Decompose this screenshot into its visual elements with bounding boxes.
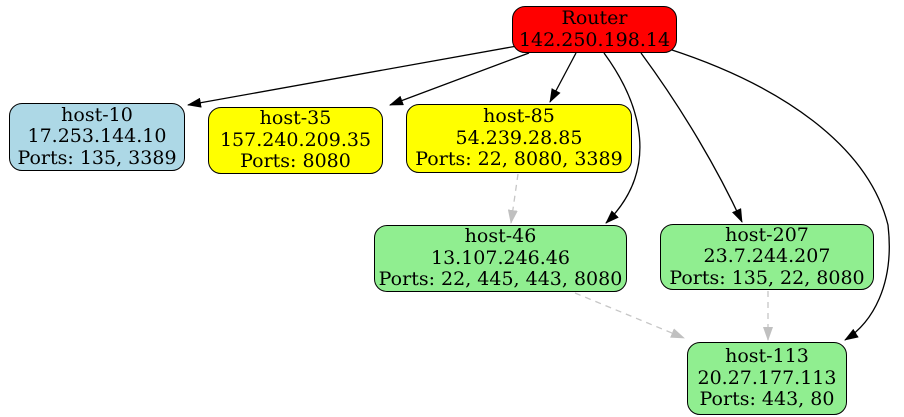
- node-ip: 20.27.177.113: [697, 366, 837, 389]
- node-router: Router 142.250.198.14: [512, 6, 677, 53]
- edge-router-to-host-10: [187, 45, 518, 108]
- node-host-85: host-85 54.239.28.85 Ports: 22, 8080, 33…: [406, 104, 632, 173]
- node-host-113: host-113 20.27.177.113 Ports: 443, 80: [687, 342, 847, 415]
- node-title: Router: [561, 7, 628, 30]
- node-ports: Ports: 22, 445, 443, 8080: [378, 268, 623, 291]
- node-title: host-113: [725, 345, 809, 368]
- edge-router-to-host-207: [640, 52, 743, 223]
- edge-host-85-to-host-46: [507, 173, 519, 224]
- edge-router-to-host-35: [389, 52, 530, 106]
- node-host-46: host-46 13.107.246.46 Ports: 22, 445, 44…: [374, 225, 627, 292]
- node-host-207: host-207 23.7.244.207 Ports: 135, 22, 80…: [660, 224, 874, 290]
- node-ports: Ports: 22, 8080, 3389: [415, 148, 623, 171]
- node-ports: Ports: 8080: [240, 150, 351, 173]
- edge-router-to-host-113: [668, 48, 890, 341]
- node-ports: Ports: 135, 22, 8080: [669, 266, 865, 289]
- edge-router-to-host-46: [603, 52, 641, 224]
- edge-router-to-host-85: [549, 52, 577, 103]
- node-ip: 17.253.144.10: [27, 125, 167, 148]
- node-ip: 142.250.198.14: [518, 28, 671, 51]
- node-ip: 23.7.244.207: [703, 245, 831, 268]
- node-title: host-85: [483, 105, 555, 128]
- edge-host-46-to-host-113: [574, 292, 685, 339]
- node-title: host-10: [61, 103, 133, 126]
- node-title: host-46: [464, 225, 537, 248]
- node-ip: 157.240.209.35: [219, 128, 372, 151]
- node-host-10: host-10 17.253.144.10 Ports: 135, 3389: [9, 103, 185, 171]
- node-ip: 13.107.246.46: [430, 246, 570, 269]
- node-ip: 54.239.28.85: [455, 126, 583, 149]
- node-title: host-35: [259, 107, 332, 130]
- node-ports: Ports: 443, 80: [699, 388, 835, 411]
- node-host-35: host-35 157.240.209.35 Ports: 8080: [208, 107, 383, 174]
- node-title: host-207: [725, 223, 809, 246]
- node-ports: Ports: 135, 3389: [17, 146, 177, 169]
